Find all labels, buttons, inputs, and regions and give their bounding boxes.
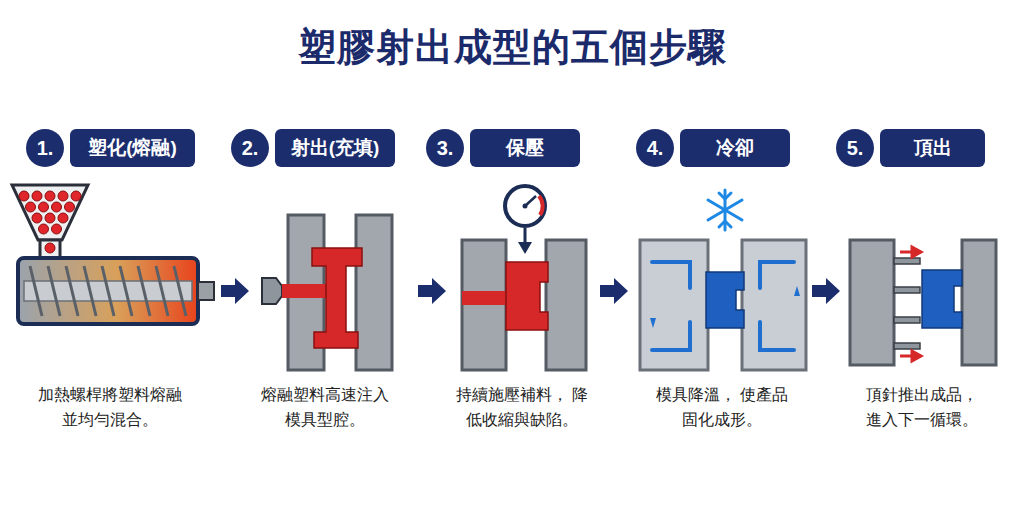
screw-flight — [48, 266, 60, 316]
step-number: 1. — [26, 129, 64, 167]
extruder-barrel — [12, 185, 214, 324]
step-label: 頂出 — [880, 129, 985, 167]
plastic-pellet — [45, 213, 55, 223]
step-number-text: 1. — [37, 137, 54, 160]
step-number: 2. — [231, 129, 269, 167]
step-number-text: 5. — [847, 137, 864, 160]
step-caption: 加熱螺桿將塑料熔融 並均勻混合。 — [33, 383, 187, 433]
step-number-text: 3. — [437, 137, 454, 160]
plastic-pellet — [19, 191, 29, 201]
screw-flight — [174, 266, 186, 316]
step-label: 冷卻 — [680, 129, 790, 167]
screw-flight — [84, 266, 96, 316]
mold-cooling — [640, 240, 806, 370]
step-number-text: 2. — [242, 137, 259, 160]
step-number: 4. — [636, 129, 674, 167]
plastic-pellet — [71, 191, 81, 201]
plastic-pellet — [58, 213, 68, 223]
plastic-pellet — [39, 224, 49, 234]
mold-ejection — [850, 240, 996, 365]
step-label-text: 頂出 — [914, 135, 952, 161]
step-label-text: 射出(充填) — [291, 135, 380, 161]
screw-flight — [66, 266, 78, 316]
plastic-pellet — [65, 202, 75, 212]
flow-arrow — [221, 278, 840, 304]
step-label: 塑化(熔融) — [70, 129, 195, 167]
diagram-title: 塑膠射出成型的五個步驟 — [0, 22, 1024, 73]
mold-filling — [262, 215, 392, 370]
screw-flight — [138, 266, 150, 316]
plastic-pellet — [45, 243, 55, 253]
screw-flight — [102, 266, 114, 316]
step-caption: 熔融塑料高速注入 模具型腔。 — [256, 383, 394, 433]
screw-flight — [156, 266, 168, 316]
step-label-text: 塑化(熔融) — [88, 135, 177, 161]
step-number: 5. — [836, 129, 874, 167]
pressure-gauge — [505, 186, 545, 254]
plastic-pellet — [26, 202, 36, 212]
step-caption: 持續施壓補料， 降低收縮與缺陷。 — [453, 383, 591, 433]
step-label-text: 保壓 — [506, 135, 544, 161]
snowflake-symbol — [708, 190, 742, 230]
step-label-text: 冷卻 — [716, 135, 754, 161]
step-number: 3. — [426, 129, 464, 167]
plastic-pellet — [45, 191, 55, 201]
screw-flight — [30, 266, 42, 316]
plastic-pellet — [58, 191, 68, 201]
plastic-pellet — [32, 213, 42, 223]
plastic-pellet — [39, 202, 49, 212]
step-caption: 頂針推出成品， 進入下一循環。 — [861, 383, 983, 433]
screw-flight — [120, 266, 132, 316]
plastic-pellet — [52, 202, 62, 212]
plastic-pellet — [52, 224, 62, 234]
step-label: 射出(充填) — [275, 129, 395, 167]
step-number-text: 4. — [647, 137, 664, 160]
step-label: 保壓 — [470, 129, 580, 167]
mold-packing — [462, 240, 586, 370]
plastic-pellet — [32, 191, 42, 201]
step-caption: 模具降溫， 使產品固化成形。 — [653, 383, 791, 433]
